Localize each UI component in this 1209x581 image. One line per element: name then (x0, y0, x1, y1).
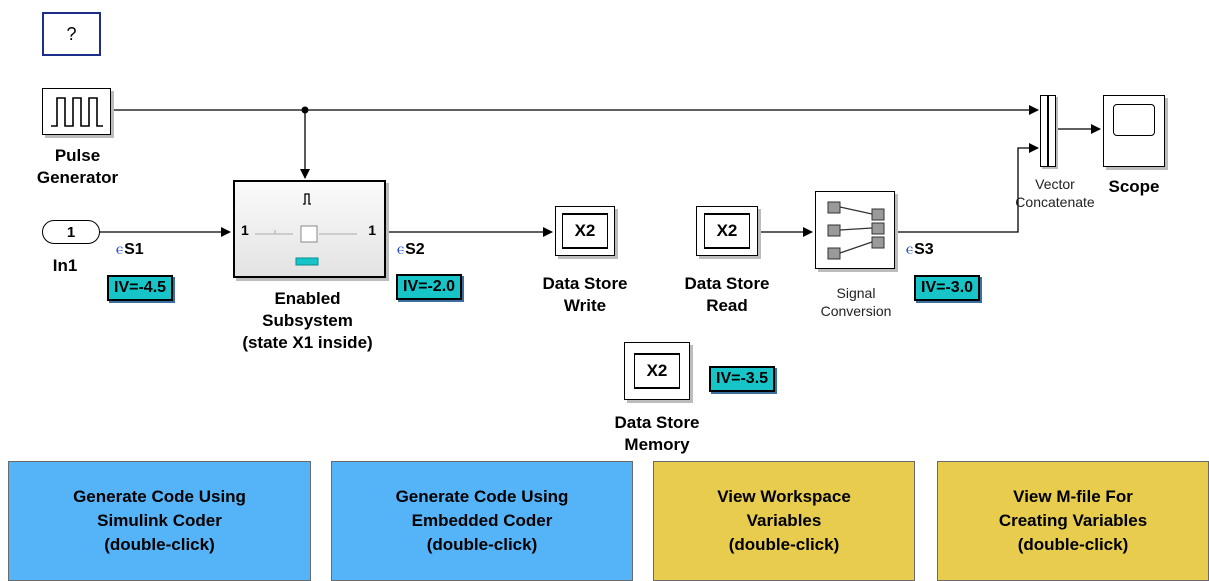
enabled-subsystem-block[interactable]: 1 1 (233, 180, 386, 278)
signal-name-s2: ⲉS2 (397, 241, 425, 258)
in1-port-block[interactable]: 1 (42, 220, 100, 244)
initial-value-s3: IV=-3.0 (914, 275, 981, 301)
data-store-write-var: X2 (562, 213, 608, 249)
in1-port-number: 1 (66, 223, 76, 241)
mfile-variables-panel-label: View M-file For Creating Variables (doub… (998, 487, 1148, 554)
enabled-subsystem-label: Enabled Subsystem (state X1 inside) (242, 289, 373, 352)
branch-point (301, 106, 309, 114)
initial-value-s1: IV=-4.5 (107, 275, 174, 301)
vector-concatenate-block[interactable] (1040, 95, 1056, 167)
in1-label: In1 (52, 256, 78, 275)
data-store-read-var: X2 (704, 213, 750, 249)
data-store-memory-block[interactable]: X2 (624, 342, 690, 400)
subsystem-in-port: 1 (241, 222, 249, 238)
data-store-memory-var: X2 (634, 353, 680, 389)
simulink-coder-panel-label: Generate Code Using Simulink Coder (doub… (73, 487, 246, 554)
pulse-generator-block[interactable] (42, 88, 111, 135)
workspace-variables-panel-label: View Workspace Variables (double-click) (717, 487, 851, 554)
help-button-label: ? (66, 23, 77, 44)
data-store-read-block[interactable]: X2 (696, 206, 758, 256)
signal-conversion-block[interactable] (815, 191, 895, 269)
scope-label: Scope (1108, 177, 1160, 196)
data-store-read-label: Data Store Read (684, 274, 770, 315)
signal-name-s1: ⲉS1 (116, 241, 144, 258)
pulse-generator-label: Pulse Generator (36, 146, 119, 187)
embedded-coder-panel-button[interactable]: Generate Code Using Embedded Coder (doub… (331, 461, 633, 581)
scope-block[interactable] (1103, 95, 1165, 167)
simulink-coder-panel-button[interactable]: Generate Code Using Simulink Coder (doub… (8, 461, 311, 581)
concat-bar-icon (1047, 96, 1049, 166)
subsystem-icon (255, 193, 357, 266)
data-store-write-block[interactable]: X2 (555, 206, 615, 256)
signal-name-s3: ⲉS3 (906, 241, 934, 258)
signal-logging-icon: ⲉ (906, 241, 914, 258)
wire-sigconv-to-concat (895, 143, 1039, 233)
signal-logging-icon: ⲉ (116, 241, 124, 258)
signal-logging-icon: ⲉ (397, 241, 405, 258)
initial-value-memory: IV=-3.5 (709, 366, 776, 392)
data-store-memory-label: Data Store Memory (614, 413, 700, 454)
embedded-coder-panel-label: Generate Code Using Embedded Coder (doub… (395, 487, 569, 554)
mfile-variables-panel-button[interactable]: View M-file For Creating Variables (doub… (937, 461, 1209, 581)
help-button[interactable]: ? (42, 12, 101, 56)
workspace-variables-panel-button[interactable]: View Workspace Variables (double-click) (653, 461, 915, 581)
initial-value-s2: IV=-2.0 (396, 274, 463, 300)
data-store-write-label: Data Store Write (542, 274, 628, 315)
signal-conversion-icon (827, 201, 885, 260)
subsystem-out-port: 1 (368, 222, 376, 238)
pulse-wave-icon (51, 97, 103, 127)
vector-concatenate-label: Vector Concatenate (1015, 176, 1095, 210)
signal-conversion-label: Signal Conversion (820, 285, 892, 319)
scope-screen-icon (1113, 104, 1155, 136)
